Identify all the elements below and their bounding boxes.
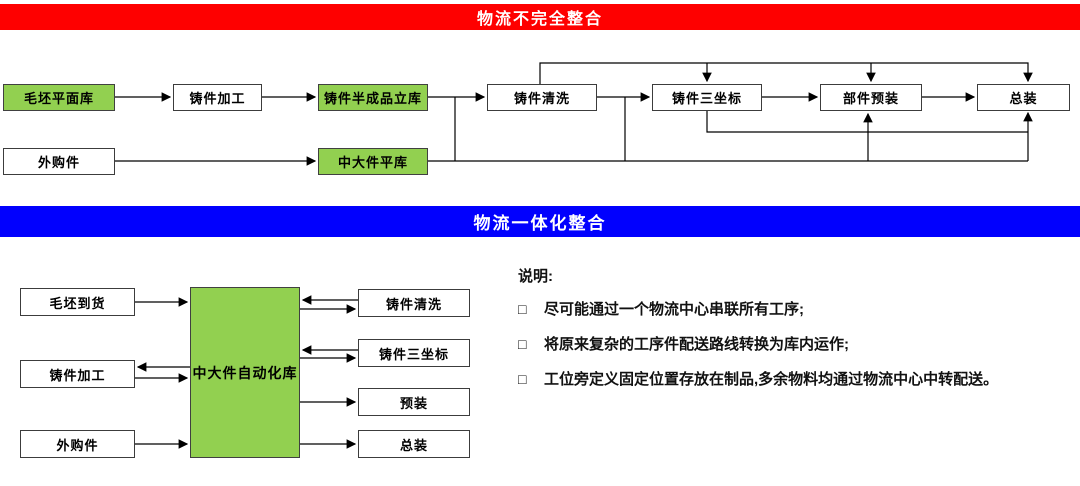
connector-top-bus: [539, 62, 1033, 84]
note-item: □ 尽可能通过一个物流中心串联所有工序;: [518, 292, 1066, 327]
box-final-assembly: 总装: [977, 84, 1070, 111]
box-casting-cmm: 铸件三坐标: [652, 84, 762, 111]
notes-title: 说明:: [518, 268, 553, 285]
box-component-preassembly: 部件预装: [820, 84, 922, 111]
note-item: □ 将原来复杂的工序件配送路线转换为库内运作;: [518, 327, 1066, 362]
square-bullet-icon: □: [518, 336, 527, 352]
box-casting-cleaning-2: 铸件清洗: [358, 289, 470, 317]
note-item: □ 工位旁定义固定位置存放在制品,多余物料均通过物流中心中转配送。: [518, 362, 1066, 397]
connector-cmm-bottom-to-final-assembly: [706, 111, 1028, 133]
square-bullet-icon: □: [518, 301, 527, 317]
box-casting-machining: 铸件加工: [173, 84, 262, 111]
box-purchased-parts: 外购件: [3, 148, 115, 175]
note-text: 将原来复杂的工序件配送路线转换为库内运作;: [544, 336, 849, 353]
banner-incomplete-integration: 物流不完全整合: [0, 4, 1080, 30]
banner-integrated-logistics: 物流一体化整合: [0, 206, 1080, 237]
box-casting-cmm-2: 铸件三坐标: [358, 339, 470, 367]
square-bullet-icon: □: [518, 371, 527, 387]
box-purchased-parts-2: 外购件: [20, 430, 135, 458]
box-casting-machining-2: 铸件加工: [20, 360, 135, 388]
box-blank-arrival: 毛坯到货: [20, 288, 135, 316]
box-preassembly: 预装: [358, 388, 470, 416]
box-casting-cleaning: 铸件清洗: [487, 84, 597, 111]
top-flow-connectors: [115, 62, 1033, 166]
notes-panel: 说明: □ 尽可能通过一个物流中心串联所有工序; □ 将原来复杂的工序件配送路线…: [518, 262, 1066, 397]
box-medium-large-automated-store: 中大件自动化库: [190, 287, 300, 458]
note-text: 工位旁定义固定位置存放在制品,多余物料均通过物流中心中转配送。: [544, 371, 999, 388]
box-casting-semifinished-store: 铸件半成品立库: [318, 84, 428, 111]
bottom-flow-connectors: [135, 295, 358, 449]
note-text: 尽可能通过一个物流中心串联所有工序;: [544, 301, 804, 318]
box-medium-large-flat-store: 中大件平库: [318, 148, 428, 175]
box-blank-flat-store: 毛坯平面库: [3, 84, 115, 111]
box-final-assembly-2: 总装: [358, 430, 470, 458]
